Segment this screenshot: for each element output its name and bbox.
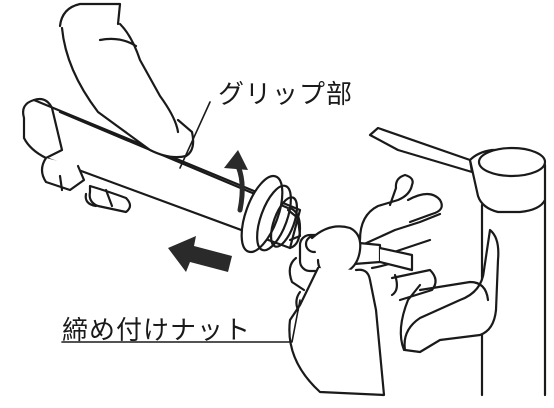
hose-clip bbox=[358, 173, 443, 302]
right-hand bbox=[288, 225, 386, 397]
grip-leader-line bbox=[179, 101, 211, 169]
shower-grip bbox=[22, 97, 302, 250]
curved-rotation-arrow-icon bbox=[224, 150, 248, 213]
faucet-body bbox=[368, 126, 547, 397]
nut-leader-line bbox=[61, 299, 301, 343]
left-hand bbox=[58, 2, 195, 214]
grip-label: グリップ部 bbox=[218, 80, 354, 110]
nut-rings bbox=[240, 174, 302, 254]
left-pull-arrow-icon bbox=[168, 236, 232, 272]
nut-label: 締め付けナット bbox=[62, 316, 252, 346]
